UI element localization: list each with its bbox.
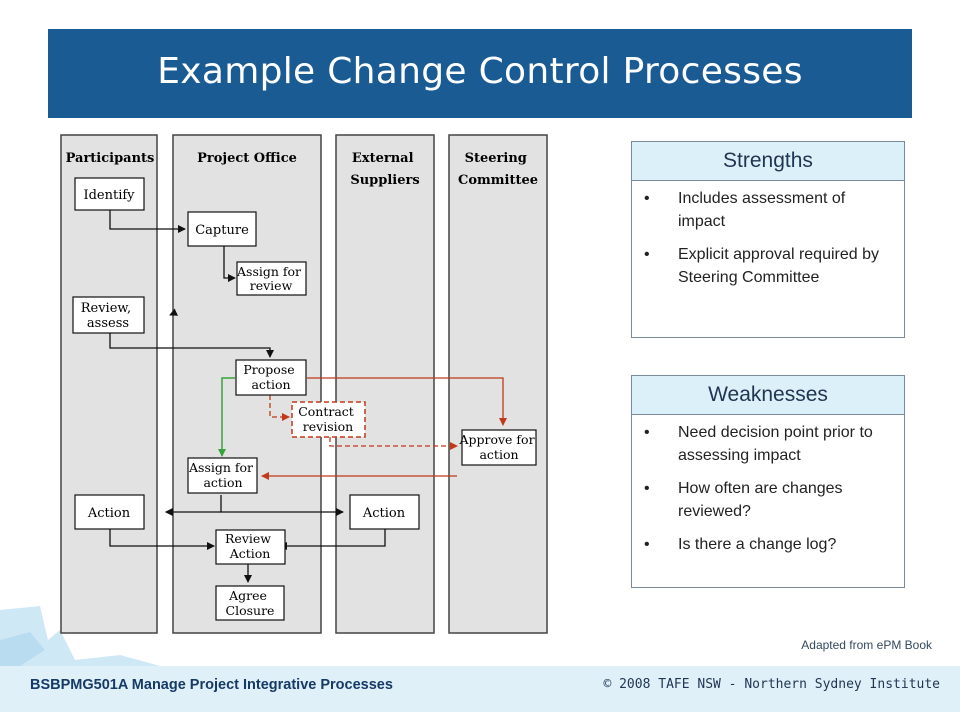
list-item: •Includes assessment of impact — [632, 187, 904, 233]
lane-label-steering-committee: Steering Committee — [458, 151, 538, 188]
footer-band — [0, 666, 960, 712]
arrow-identify-to-capture — [109, 210, 186, 233]
strengths-heading: Strengths — [632, 142, 904, 181]
arrow-action-supplier-to-review — [279, 529, 386, 550]
node-propose-action: Propose action — [235, 359, 307, 396]
footer-copyright: © 2008 TAFE NSW - Northern Sydney Instit… — [603, 677, 940, 692]
weaknesses-list: •Need decision point prior to assessing … — [632, 415, 904, 556]
strengths-list: •Includes assessment of impact •Explicit… — [632, 181, 904, 289]
arrow-propose-to-contract — [269, 395, 290, 421]
svg-text:Propose action: Propose action — [243, 362, 298, 392]
arrow-review-assess-to-propose — [109, 333, 274, 358]
node-review-action: Review Action — [215, 529, 286, 565]
svg-text:Agree Closure: Agree Closure — [226, 588, 275, 618]
list-item: •How often are changes reviewed? — [632, 477, 904, 523]
node-assign-action: Assign for action — [187, 457, 258, 494]
node-agree-closure: Agree Closure — [215, 585, 285, 621]
bullet: • — [644, 190, 650, 207]
svg-text:Action: Action — [362, 506, 406, 521]
node-identify: Identify — [74, 177, 145, 211]
node-action-supplier: Action — [349, 494, 420, 530]
bullet: • — [644, 480, 650, 497]
weaknesses-heading: Weaknesses — [632, 376, 904, 415]
arrow-action-participant-to-review — [109, 529, 215, 550]
source-credit: Adapted from ePM Book — [801, 638, 932, 652]
lane-steering-committee — [448, 134, 548, 634]
arrow-contract-to-approve — [329, 437, 458, 450]
list-item: •Explicit approval required by Steering … — [632, 243, 904, 289]
list-item: •Need decision point prior to assessing … — [632, 421, 904, 467]
strengths-panel: Strengths •Includes assessment of impact… — [631, 141, 905, 338]
arrow-propose-to-assign-action — [218, 377, 235, 457]
svg-text:Identify: Identify — [83, 188, 135, 203]
title-bar: Example Change Control Processes — [48, 29, 912, 118]
arrow-propose-to-approve — [307, 377, 507, 426]
lane-participants — [60, 134, 158, 634]
footer-course-title: BSBPMG501A Manage Project Integrative Pr… — [30, 677, 393, 693]
change-control-diagram: Participants Project Office External Sup… — [60, 134, 548, 634]
node-approve-action: Approve for action — [458, 429, 538, 466]
node-capture: Capture — [187, 211, 257, 247]
bullet: • — [644, 536, 650, 553]
svg-text:Approve for action: Approve for action — [458, 432, 538, 462]
node-contract-revision: Contract revision — [291, 401, 366, 438]
lane-label-project-office: Project Office — [197, 151, 297, 166]
lane-label-participants: Participants — [66, 151, 155, 166]
node-assign-review: Assign for review — [236, 261, 307, 296]
node-review-assess: Review, assess — [72, 296, 145, 334]
svg-text:Review, assess: Review, assess — [81, 301, 136, 331]
lane-external-suppliers — [335, 134, 435, 634]
svg-text:Assign for review: Assign for review — [236, 264, 305, 293]
svg-text:Review Action: Review Action — [225, 531, 275, 561]
arrow-capture-to-assign-review — [223, 246, 236, 282]
page-title: Example Change Control Processes — [157, 51, 803, 92]
weaknesses-panel: Weaknesses •Need decision point prior to… — [631, 375, 905, 588]
svg-text:Capture: Capture — [195, 223, 249, 238]
bullet: • — [644, 424, 650, 441]
svg-text:Assign for action: Assign for action — [188, 460, 257, 490]
node-action-participant: Action — [74, 494, 145, 530]
svg-text:Contract revision: Contract revision — [298, 404, 358, 434]
bullet: • — [644, 246, 650, 263]
lane-label-external-suppliers: External Suppliers — [350, 151, 419, 188]
list-item: •Is there a change log? — [632, 533, 904, 556]
footer-decoration — [0, 606, 160, 666]
svg-text:Action: Action — [87, 506, 131, 521]
